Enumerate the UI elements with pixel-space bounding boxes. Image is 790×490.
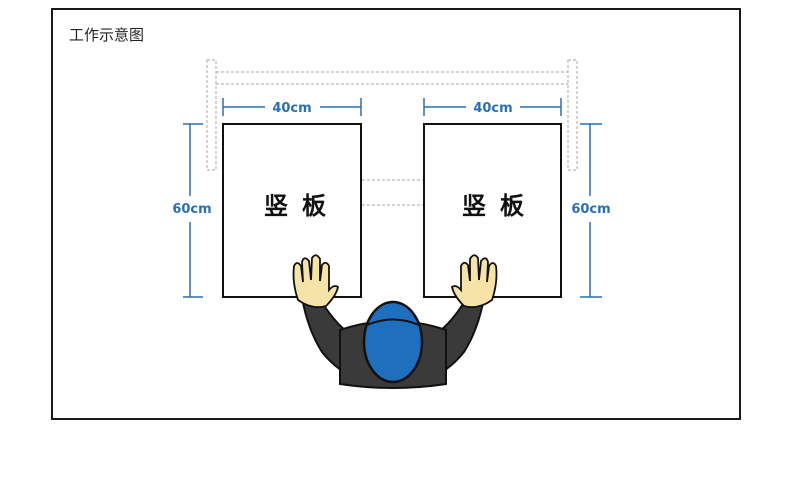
worker-head-cap-line — [366, 318, 420, 326]
diagram-title: 工作示意图 — [69, 26, 145, 44]
dimension-right-height — [580, 123, 602, 298]
dimension-left-height — [183, 123, 203, 298]
board-left-label: 竖板 — [264, 192, 340, 220]
rack-post-right — [567, 59, 578, 171]
hand-left-icon — [292, 254, 340, 309]
rack-outline — [206, 59, 578, 206]
dimension-right-height-label: 60cm — [571, 202, 610, 217]
dimension-left-height-label: 60cm — [172, 202, 211, 217]
board-left — [222, 123, 362, 298]
hand-right-icon — [450, 254, 498, 309]
dimension-left-width — [222, 98, 362, 116]
rack-post-left — [206, 59, 217, 171]
board-right-label: 竖板 — [462, 192, 538, 220]
worker-head — [362, 300, 424, 384]
diagram-frame — [51, 8, 741, 420]
dimension-right-width — [423, 98, 562, 116]
dimension-right-width-label: 40cm — [473, 101, 512, 116]
worker-figure — [292, 254, 498, 389]
dimension-left-width-label: 40cm — [272, 101, 311, 116]
